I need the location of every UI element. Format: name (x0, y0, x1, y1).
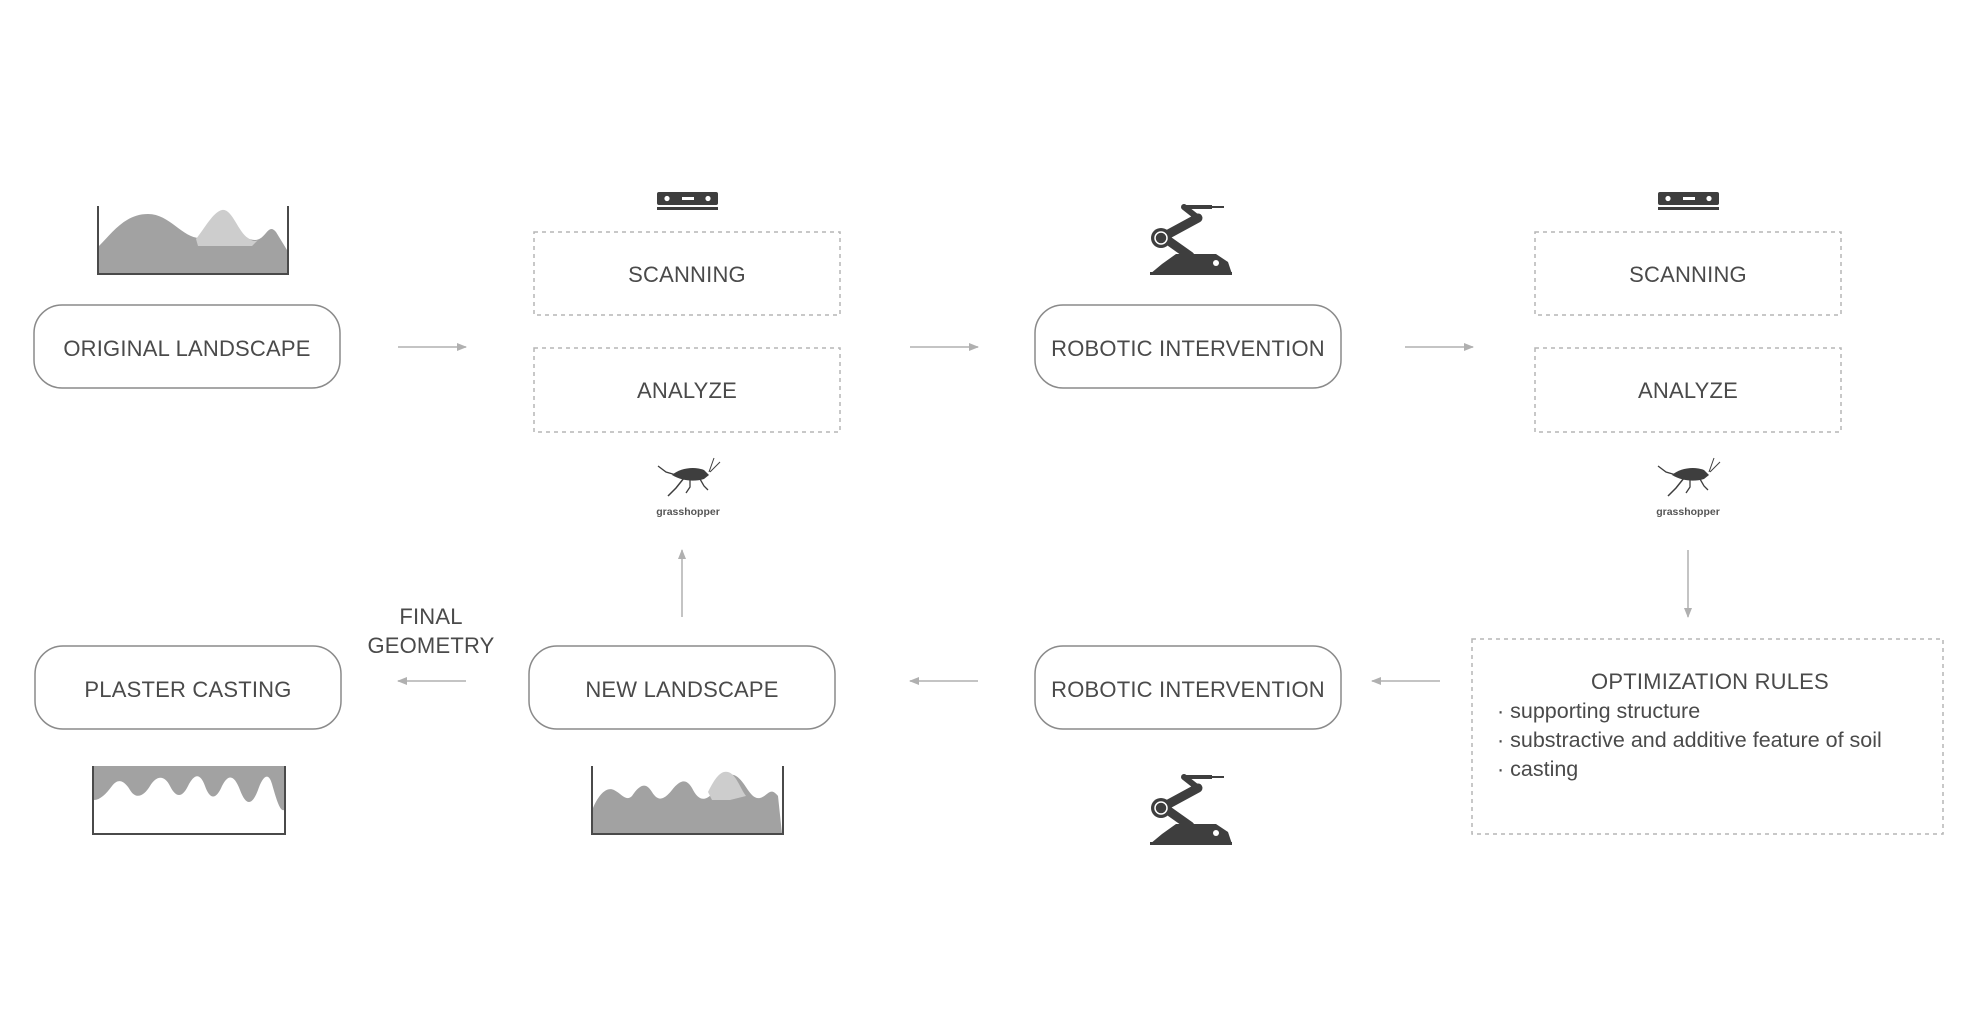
optimization-rule-item: · supporting structure (1497, 699, 1700, 723)
analyze-box-2 (1534, 347, 1842, 433)
scanning-box-2 (1534, 231, 1842, 316)
plaster-terrain-icon (92, 766, 286, 835)
original-landscape-label: ORIGINAL LANDSCAPE (63, 336, 310, 361)
robot-arm-icon-2 (1150, 774, 1232, 845)
robotic-intervention-label-2: ROBOTIC INTERVENTION (1051, 677, 1325, 702)
optimization-rules-title: OPTIMIZATION RULES (1591, 669, 1829, 694)
new-landscape-box (528, 645, 836, 730)
scanning-label-2: SCANNING (1629, 262, 1747, 287)
plaster-casting-label: PLASTER CASTING (84, 677, 291, 702)
grasshopper-icon-2 (1657, 457, 1721, 497)
robotic-intervention-box-1 (1034, 304, 1342, 389)
optimization-rule-item: · casting (1497, 757, 1578, 781)
grasshopper-label-2: grasshopper (1656, 506, 1720, 518)
analyze-label-1: ANALYZE (637, 378, 737, 403)
grasshopper-label-1: grasshopper (656, 506, 720, 518)
robotic-intervention-box-2 (1034, 645, 1342, 730)
original-terrain-icon (97, 206, 289, 275)
kinect-sensor-icon-1 (657, 192, 718, 210)
robotic-intervention-label-1: ROBOTIC INTERVENTION (1051, 336, 1325, 361)
scanning-box-1 (533, 231, 841, 316)
new-landscape-label: NEW LANDSCAPE (585, 677, 778, 702)
optimization-rules-box (1471, 638, 1944, 835)
analyze-box-1 (533, 347, 841, 433)
original-landscape-box (33, 304, 341, 389)
analyze-label-2: ANALYZE (1638, 378, 1738, 403)
new-terrain-icon (591, 766, 784, 835)
scanning-label-1: SCANNING (628, 262, 746, 287)
final-geometry-label-line2: GEOMETRY (367, 633, 494, 658)
optimization-rule-item: · substractive and additive feature of s… (1497, 728, 1882, 752)
final-geometry-label-line1: FINAL (399, 604, 462, 629)
robot-arm-icon-1 (1150, 204, 1232, 275)
kinect-sensor-icon-2 (1658, 192, 1719, 210)
plaster-casting-box (34, 645, 342, 730)
grasshopper-icon-1 (657, 457, 721, 497)
